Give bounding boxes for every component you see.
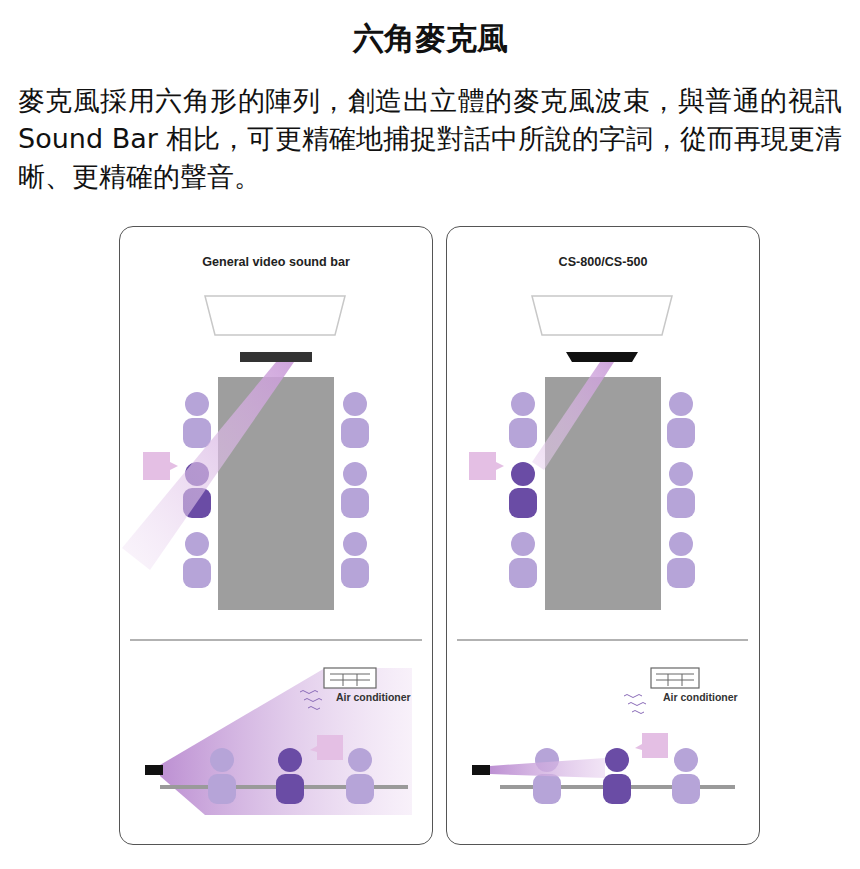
equipment-label: Air conditioner bbox=[336, 690, 428, 704]
top-view-2 bbox=[469, 296, 695, 610]
panel-heading: General video sound bar bbox=[120, 255, 432, 269]
intro-paragraph: 麥克風採用六角形的陣列，創造出立體的麥克風波束，與普通的視訊 Sound Bar… bbox=[18, 82, 842, 196]
panel-box: General video sound bar bbox=[119, 226, 433, 845]
panel-heading: CS-800/CS-500 bbox=[447, 255, 759, 269]
top-view-1 bbox=[122, 296, 369, 610]
side-view-2 bbox=[472, 668, 735, 804]
equipment-label: Air conditioner bbox=[663, 690, 755, 704]
page-title: 六角麥克風 bbox=[0, 18, 860, 58]
panel-box: CS-800/CS-500 bbox=[446, 226, 760, 845]
side-view-1 bbox=[145, 668, 412, 815]
